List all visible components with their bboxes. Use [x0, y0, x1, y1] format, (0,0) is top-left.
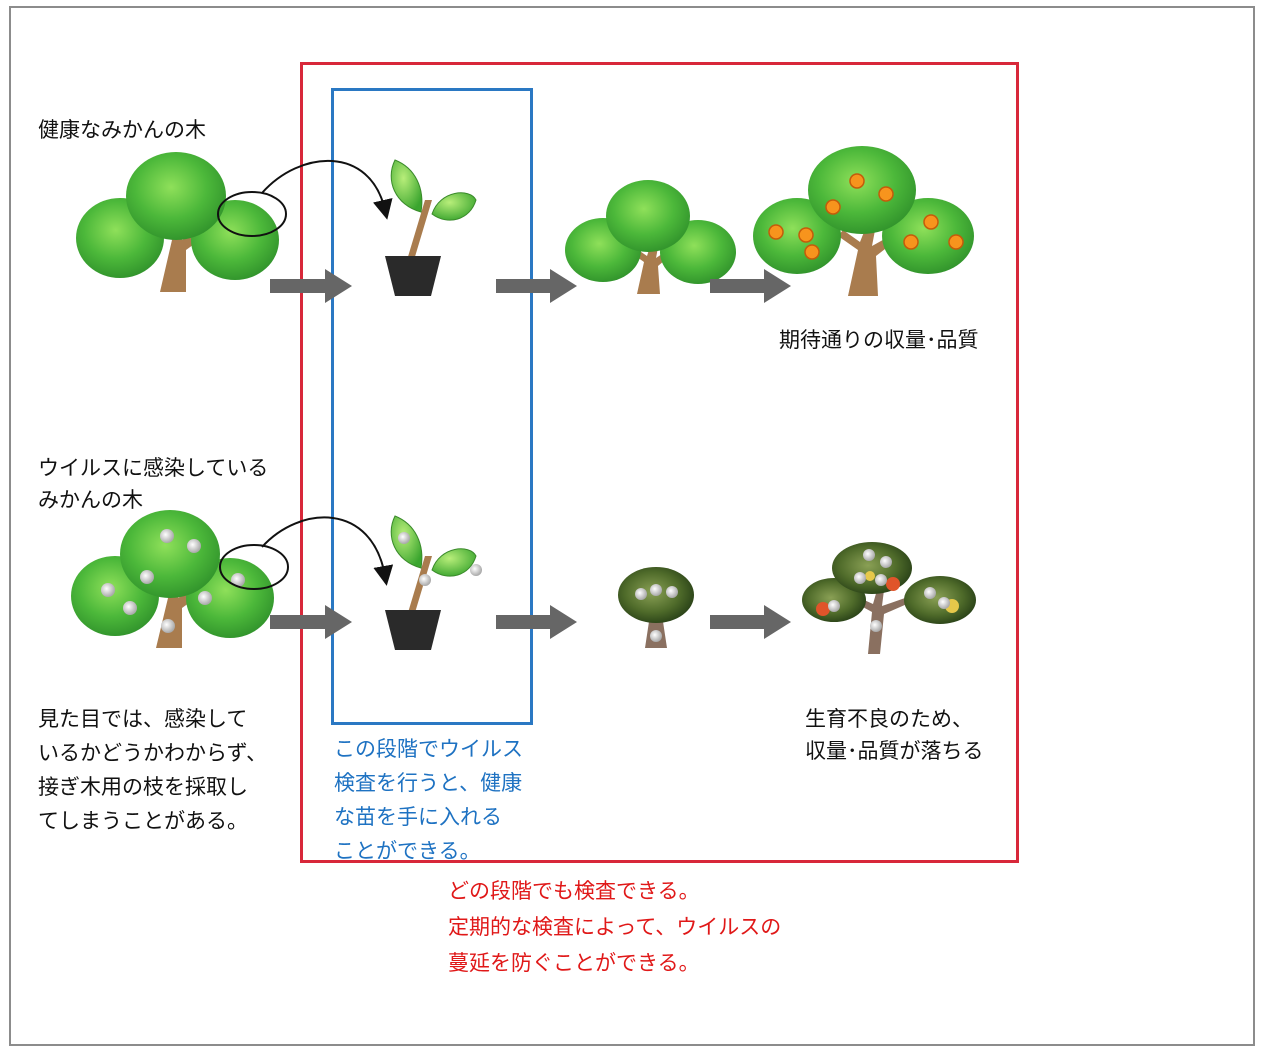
young-tree-icon [565, 180, 736, 294]
arrow-right-icon [496, 269, 577, 303]
all-stages-frame [300, 62, 1019, 863]
label-seedling-stage-line4: ことができる。 [334, 839, 481, 863]
label-any-stage-line1: どの段階でも検査できる。 [448, 879, 700, 903]
label-infected-tree-line1: ウイルスに感染している [38, 456, 269, 480]
fruiting-tree-icon [753, 146, 974, 296]
seedling-pot-icon [385, 159, 477, 296]
curved-arrow-icon [261, 160, 393, 220]
arrow-right-icon [710, 605, 791, 639]
label-expected-yield: 期待通りの収量･品質 [779, 328, 979, 352]
curved-arrow-icon [261, 516, 394, 586]
sick-fruiting-tree-icon [802, 542, 976, 654]
label-seedling-stage-line1: この段階でウイルス [334, 737, 523, 761]
label-appearance-line4: てしまうことがある。 [38, 809, 248, 833]
label-seedling-stage-line2: 検査を行うと、健康 [334, 771, 523, 795]
label-infected-tree-line2: みかんの木 [38, 488, 143, 512]
infected-tree-icon [71, 510, 274, 648]
arrow-right-icon [270, 605, 352, 639]
arrow-right-icon [710, 269, 791, 303]
label-appearance-line2: いるかどうかわからず、 [38, 741, 268, 765]
seedling-stage-frame [331, 88, 533, 725]
label-poor-growth-line1: 生育不良のため、 [805, 707, 973, 731]
label-appearance-line3: 接ぎ木用の枝を採取し [38, 775, 248, 799]
arrow-right-icon [496, 605, 577, 639]
graft-selection-circle [219, 544, 289, 590]
label-seedling-stage-line3: な苗を手に入れる [334, 805, 502, 829]
label-healthy-tree: 健康なみかんの木 [38, 118, 206, 142]
healthy-tree-icon [76, 152, 279, 292]
stunted-tree-icon [618, 567, 694, 648]
label-appearance-line1: 見た目では、感染して [38, 707, 248, 731]
graft-selection-circle [217, 191, 287, 237]
label-any-stage-line3: 蔓延を防ぐことができる。 [448, 951, 700, 975]
label-poor-growth-line2: 収量･品質が落ちる [805, 739, 984, 763]
seedling-pot-icon [385, 515, 482, 650]
label-any-stage-line2: 定期的な検査によって、ウイルスの [448, 915, 782, 939]
arrow-right-icon [270, 269, 352, 303]
